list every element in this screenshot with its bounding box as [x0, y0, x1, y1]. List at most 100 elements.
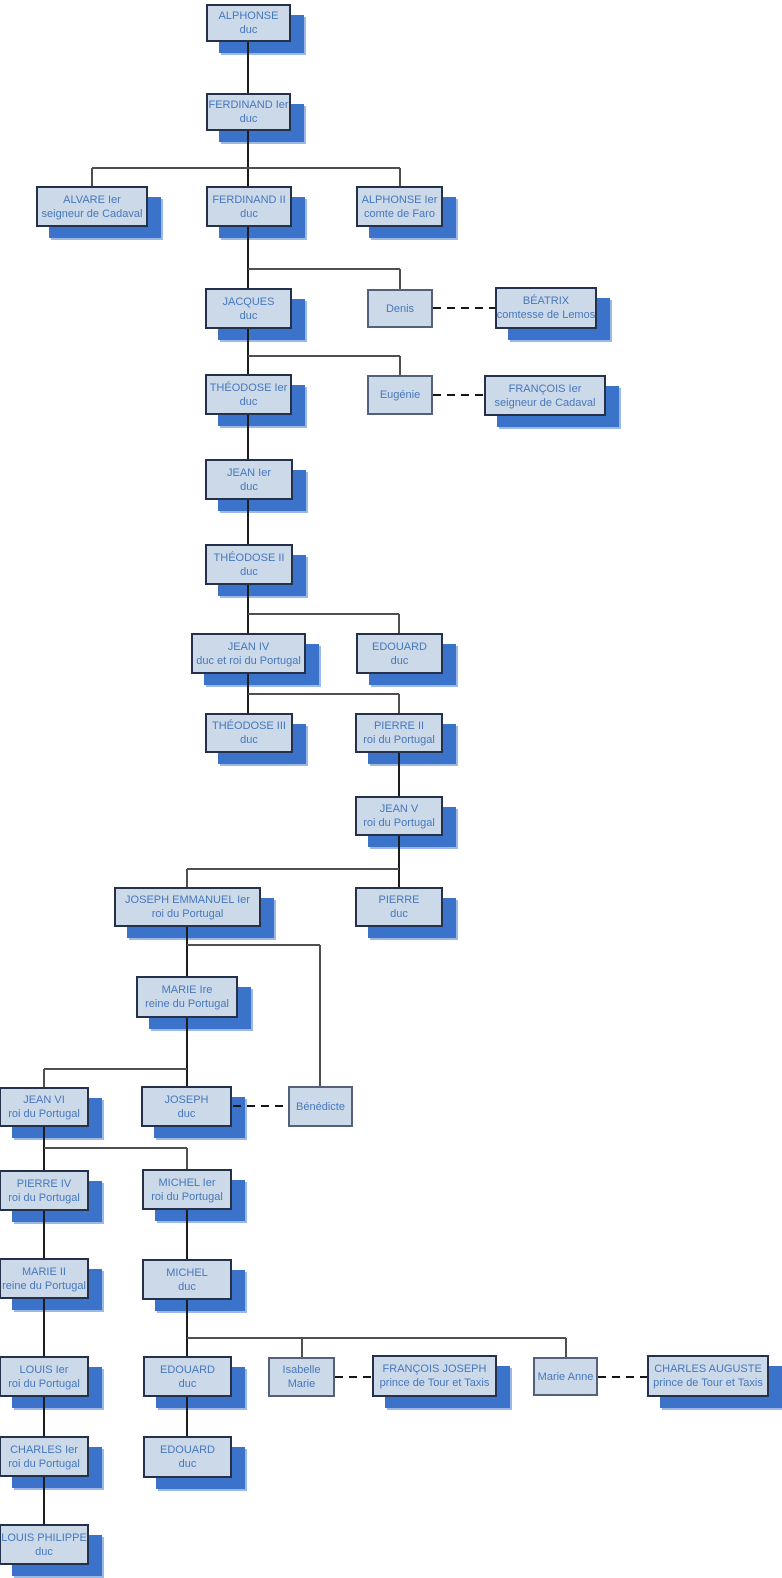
person-title: duc [239, 24, 258, 36]
person-name: THÉODOSE II [213, 551, 285, 564]
person-node-jean-5[interactable]: JEAN V roi du Portugal [355, 796, 443, 836]
person-title: reine du Portugal [145, 998, 229, 1010]
person-node-pierre-duc[interactable]: PIERRE duc [355, 887, 443, 927]
person-title: comtesse de Lemos [496, 309, 596, 321]
person-name: PIERRE IV [16, 1177, 72, 1190]
person-node-jean-6[interactable]: JEAN VI roi du Portugal [0, 1087, 89, 1127]
person-title: roi du Portugal [363, 817, 435, 829]
person-name: FERDINAND Ier [208, 99, 289, 111]
person-name: JOSEPH [164, 1093, 209, 1106]
person-name: Eugénie [379, 389, 421, 401]
person-node-jean-1[interactable]: JEAN Ier duc [205, 459, 293, 500]
person-node-louis-philippe[interactable]: LOUIS PHILIPPE duc [0, 1524, 89, 1565]
person-node-isabelle-marie[interactable]: Isabelle Marie [268, 1357, 335, 1397]
person-name: JEAN V [379, 803, 419, 815]
person-node-theodose-2[interactable]: THÉODOSE II duc [205, 544, 293, 585]
person-name: MICHEL [166, 1266, 208, 1279]
person-title: duc [178, 1458, 197, 1470]
person-name: JACQUES [222, 295, 275, 308]
person-node-marie-1[interactable]: MARIE Ire reine du Portugal [136, 976, 238, 1018]
person-title: duc [177, 1107, 196, 1120]
person-title: duc [240, 734, 258, 746]
person-title: roi du Portugal [151, 1190, 223, 1203]
person-title: duc [178, 1377, 197, 1390]
person-name: Bénédicte [296, 1100, 345, 1113]
person-title: duc [239, 113, 258, 125]
person-name: JEAN IV [227, 640, 270, 653]
person-title: duc [390, 654, 409, 667]
person-name: Denis [385, 302, 415, 315]
person-name: ALVARE Ier [63, 193, 121, 206]
person-title: prince de Tour et Taxis [653, 1377, 763, 1389]
person-node-edouard-c[interactable]: EDOUARD duc [143, 1436, 232, 1478]
person-node-louis-1[interactable]: LOUIS Ier roi du Portugal [0, 1356, 89, 1397]
person-title: duc [240, 207, 258, 220]
person-node-charles-1[interactable]: CHARLES Ier roi du Portugal [0, 1436, 89, 1477]
person-title: prince de Tour et Taxis [379, 1377, 490, 1389]
person-node-marie-anne[interactable]: Marie Anne [533, 1357, 598, 1396]
person-title: roi du Portugal [8, 1457, 80, 1470]
person-node-theodose-3[interactable]: THÉODOSE III duc [205, 713, 293, 753]
person-node-alphonse-faro[interactable]: ALPHONSE Ier comte de Faro [356, 186, 443, 227]
person-node-joseph-duc[interactable]: JOSEPH duc [141, 1086, 232, 1127]
person-node-benedicte[interactable]: Bénédicte [288, 1086, 353, 1127]
person-title: duc [35, 1545, 53, 1558]
person-node-ferdinand-2[interactable]: FERDINAND II duc [206, 186, 292, 227]
person-node-theodose-1[interactable]: THÉODOSE Ier duc [205, 374, 292, 415]
person-node-ferdinand-1[interactable]: FERDINAND Ier duc [206, 93, 291, 131]
person-name: THÉODOSE III [212, 720, 286, 732]
person-name: CHARLES AUGUSTE [654, 1363, 762, 1375]
connector-branch [43, 167, 567, 1357]
person-title: seigneur de Cadaval [41, 207, 143, 220]
person-name: MARIE II [21, 1265, 66, 1278]
person-title: duc [239, 309, 258, 322]
person-node-michel-1[interactable]: MICHEL Ier roi du Portugal [142, 1169, 232, 1210]
person-node-francois-joseph[interactable]: FRANÇOIS JOSEPH prince de Tour et Taxis [372, 1355, 497, 1397]
person-node-charles-auguste[interactable]: CHARLES AUGUSTE prince de Tour et Taxis [647, 1355, 769, 1397]
person-node-eugenie[interactable]: Eugénie [367, 375, 433, 415]
person-name: FERDINAND II [212, 193, 286, 206]
person-title: duc [240, 565, 258, 578]
person-node-joseph-emmanuel[interactable]: JOSEPH EMMANUEL Ier roi du Portugal [114, 887, 261, 927]
person-node-denis[interactable]: Denis [367, 289, 433, 328]
person-title: duc [239, 395, 258, 408]
person-name: EDOUARD [159, 1444, 215, 1456]
person-title: duc [178, 1280, 196, 1293]
person-node-pierre-4[interactable]: PIERRE IV roi du Portugal [0, 1170, 89, 1211]
person-node-michel-duc[interactable]: MICHEL duc [142, 1259, 232, 1300]
person-name: JOSEPH EMMANUEL Ier [125, 894, 250, 906]
person-name: FRANÇOIS JOSEPH [382, 1363, 487, 1375]
person-name: CHARLES Ier [10, 1443, 78, 1456]
person-title: comte de Faro [364, 207, 435, 220]
person-node-beatrix[interactable]: BÉATRIX comtesse de Lemos [495, 287, 597, 329]
person-name: JEAN VI [23, 1094, 65, 1106]
person-name: BÉATRIX [522, 295, 570, 307]
person-name: PIERRE [378, 894, 420, 906]
person-node-francois-1[interactable]: FRANÇOIS Ier seigneur de Cadaval [484, 375, 606, 416]
person-name: JEAN Ier [226, 466, 271, 479]
person-title: reine du Portugal [2, 1279, 86, 1292]
person-title: roi du Portugal [151, 908, 224, 920]
connector-marriage-dashed [233, 307, 647, 1378]
person-node-alvare-1[interactable]: ALVARE Ier seigneur de Cadaval [36, 186, 148, 227]
person-name: EDOUARD [159, 1363, 215, 1376]
person-node-alphonse[interactable]: ALPHONSE duc [206, 4, 291, 42]
person-name: Isabelle Marie [282, 1364, 321, 1390]
person-node-edouard-a[interactable]: EDOUARD duc [356, 633, 443, 674]
person-node-pierre-2[interactable]: PIERRE II roi du Portugal [355, 713, 443, 753]
person-node-edouard-b[interactable]: EDOUARD duc [143, 1356, 232, 1397]
person-name: LOUIS Ier [19, 1363, 69, 1376]
person-name: LOUIS PHILIPPE [1, 1531, 87, 1544]
person-name: EDOUARD [371, 640, 427, 653]
connector-trunk [43, 42, 400, 1524]
person-title: roi du Portugal [8, 1191, 80, 1204]
person-title: duc [240, 480, 258, 493]
person-title: seigneur de Cadaval [494, 396, 596, 409]
person-node-jacques[interactable]: JACQUES duc [205, 288, 292, 329]
person-name: ALPHONSE [218, 10, 279, 22]
person-title: roi du Portugal [8, 1108, 80, 1120]
person-node-jean-4[interactable]: JEAN IV duc et roi du Portugal [191, 633, 306, 674]
person-name: THÉODOSE Ier [209, 381, 288, 394]
person-node-marie-2[interactable]: MARIE II reine du Portugal [0, 1258, 89, 1299]
